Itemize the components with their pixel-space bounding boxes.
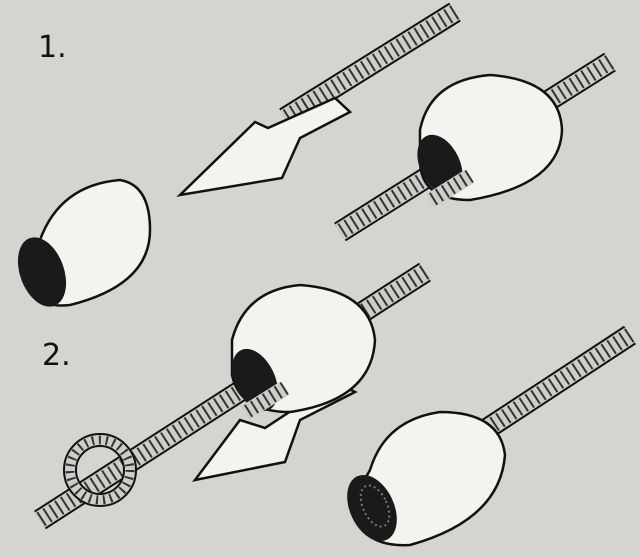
step2-float-on-rope (230, 283, 377, 420)
step-1-label: 1. (38, 30, 67, 65)
step1-float-removed (17, 178, 152, 307)
step-2-label: 2. (42, 338, 71, 373)
step1-arrow-icon (176, 96, 353, 197)
step1-loose-rope (279, 2, 461, 128)
step2-knotted-rope-float (347, 325, 637, 547)
step1-float-on-rope (417, 73, 564, 208)
